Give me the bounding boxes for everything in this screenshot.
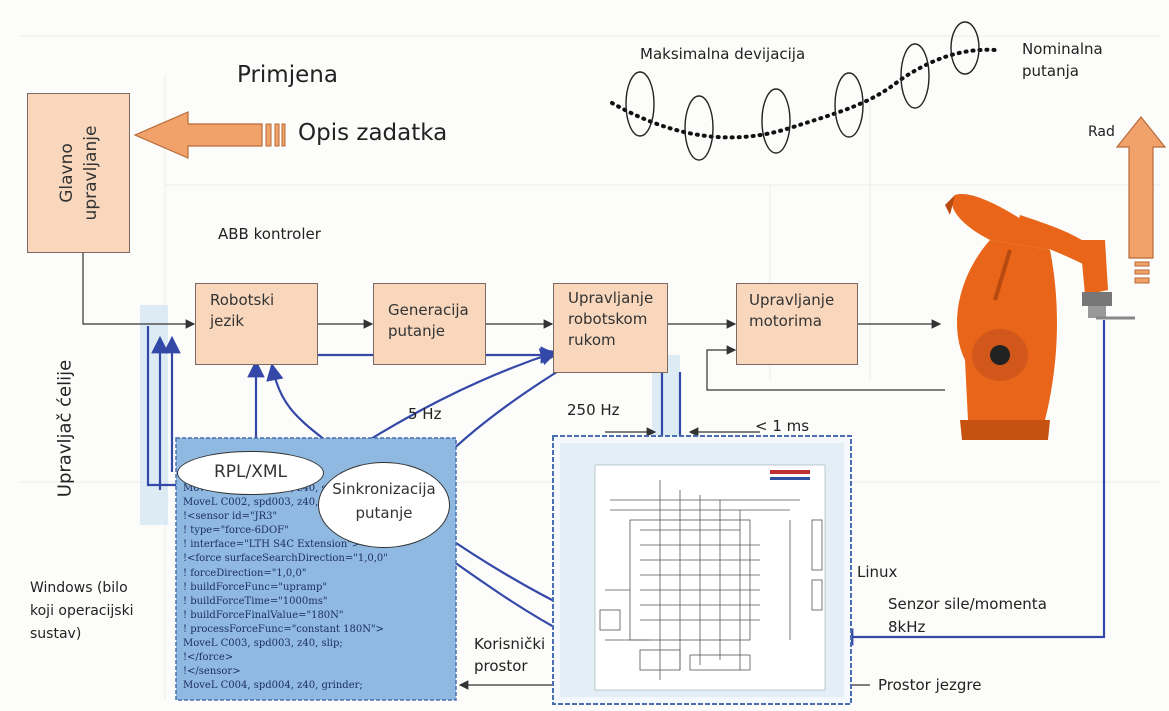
code-line: MoveL C003, spd003, z40, slip; xyxy=(183,638,343,650)
kernel-space-label: Prostor jezgre xyxy=(878,676,982,694)
task-arrow xyxy=(133,111,286,159)
motor-control-box: Upravljanje motorima xyxy=(736,283,858,365)
code-line: ! forceDirection="1,0,0" xyxy=(183,567,307,579)
robot-arm xyxy=(945,194,1135,440)
motor-control-line-1: Upravljanje xyxy=(749,291,835,309)
code-line: ! buildForceFinalValue="180N" xyxy=(183,609,344,621)
cell-controller-label: Upravljač ćelije xyxy=(54,359,76,498)
robot-language-line-2: jezik xyxy=(210,312,245,330)
rate-5hz-label: 5 Hz xyxy=(408,405,442,423)
rate-250hz-label: 250 Hz xyxy=(567,401,620,419)
code-line: ! buildForceTime="1000ms" xyxy=(183,595,328,607)
code-line: !<force surfaceSearchDirection="1,0,0" xyxy=(183,553,388,565)
force-sensor-line-1: Senzor sile/momenta xyxy=(888,595,1047,613)
path-generation-box: Generacija putanje xyxy=(373,283,486,365)
path-sync-ellipse: Sinkronizacija putanje xyxy=(318,462,450,548)
kernel-space-panel xyxy=(552,435,852,705)
linux-label: Linux xyxy=(857,563,898,581)
code-line: !</force> xyxy=(183,652,234,664)
highlight-band-left xyxy=(140,305,168,525)
arm-control-line-1: Upravljanje xyxy=(568,289,654,307)
code-line: MoveL C004, spd004, z40, grinder; xyxy=(183,680,363,692)
path-sync-line-1: Sinkronizacija xyxy=(332,480,436,498)
main-control-line-1: Glavno xyxy=(56,143,77,203)
arm-control-line-2: robotskom xyxy=(568,310,648,328)
windows-line-2: koji operacijski xyxy=(30,603,134,619)
abb-controller-label: ABB kontroler xyxy=(218,225,321,243)
main-control-box: Glavno upravljanje xyxy=(27,93,130,253)
windows-line-1: Windows (bilo xyxy=(30,580,128,596)
user-space-label: Korisnički prostor xyxy=(474,633,545,677)
code-line: !<sensor id="JR3" xyxy=(183,511,278,523)
arm-control-line-3: rukom xyxy=(568,331,616,349)
robot-language-box: Robotski jezik xyxy=(195,283,318,365)
code-line: ! buildForceFunc="upramp" xyxy=(183,581,328,593)
deviation-ellipses xyxy=(625,21,980,161)
main-control-line-2: upravljanje xyxy=(80,125,101,221)
application-label: Primjena xyxy=(237,62,338,88)
max-deviation-label: Maksimalna devijacija xyxy=(640,45,806,63)
task-description-label: Opis zadatka xyxy=(298,120,448,146)
force-sensor-label: Senzor sile/momenta 8kHz xyxy=(888,593,1047,639)
path-generation-line-2: putanje xyxy=(388,322,446,340)
windows-line-3: sustav) xyxy=(30,626,82,642)
user-space-line-1: Korisnički xyxy=(474,635,546,653)
code-line: ! processForceFunc="constant 180N"> xyxy=(183,623,384,635)
robot-language-line-1: Robotski xyxy=(210,291,275,309)
nominal-path-line-2: putanja xyxy=(1022,62,1079,80)
motor-control-line-2: motorima xyxy=(749,312,822,330)
code-line: ! interface="LTH S4C Extension"> xyxy=(183,539,361,551)
code-listing: MoveL C001, spd003, z40, sl MoveL C002, … xyxy=(183,482,451,697)
code-line: MoveL C002, spd003, z40, sl xyxy=(183,497,330,509)
nominal-path-curve xyxy=(610,47,997,140)
work-label: Rad xyxy=(1088,124,1115,140)
rpl-xml-label: RPL/XML xyxy=(213,462,288,482)
code-line: ! type="force-6DOF" xyxy=(183,525,289,537)
latency-label: < 1 ms xyxy=(755,417,810,435)
work-arrow xyxy=(1115,116,1167,284)
user-space-line-2: prostor xyxy=(474,657,528,675)
code-line: !</sensor> xyxy=(183,666,241,678)
arm-control-box: Upravljanje robotskom rukom xyxy=(553,283,668,373)
nominal-path-line-1: Nominalna xyxy=(1022,40,1103,58)
force-sensor-line-2: 8kHz xyxy=(888,618,926,636)
windows-label: Windows (bilo koji operacijski sustav) xyxy=(30,577,134,646)
path-generation-line-1: Generacija xyxy=(388,301,469,319)
rpl-xml-ellipse: RPL/XML xyxy=(177,451,324,495)
nominal-path-label: Nominalna putanja xyxy=(1022,38,1103,82)
flow-arrows xyxy=(82,252,945,690)
path-sync-line-2: putanje xyxy=(355,504,413,522)
